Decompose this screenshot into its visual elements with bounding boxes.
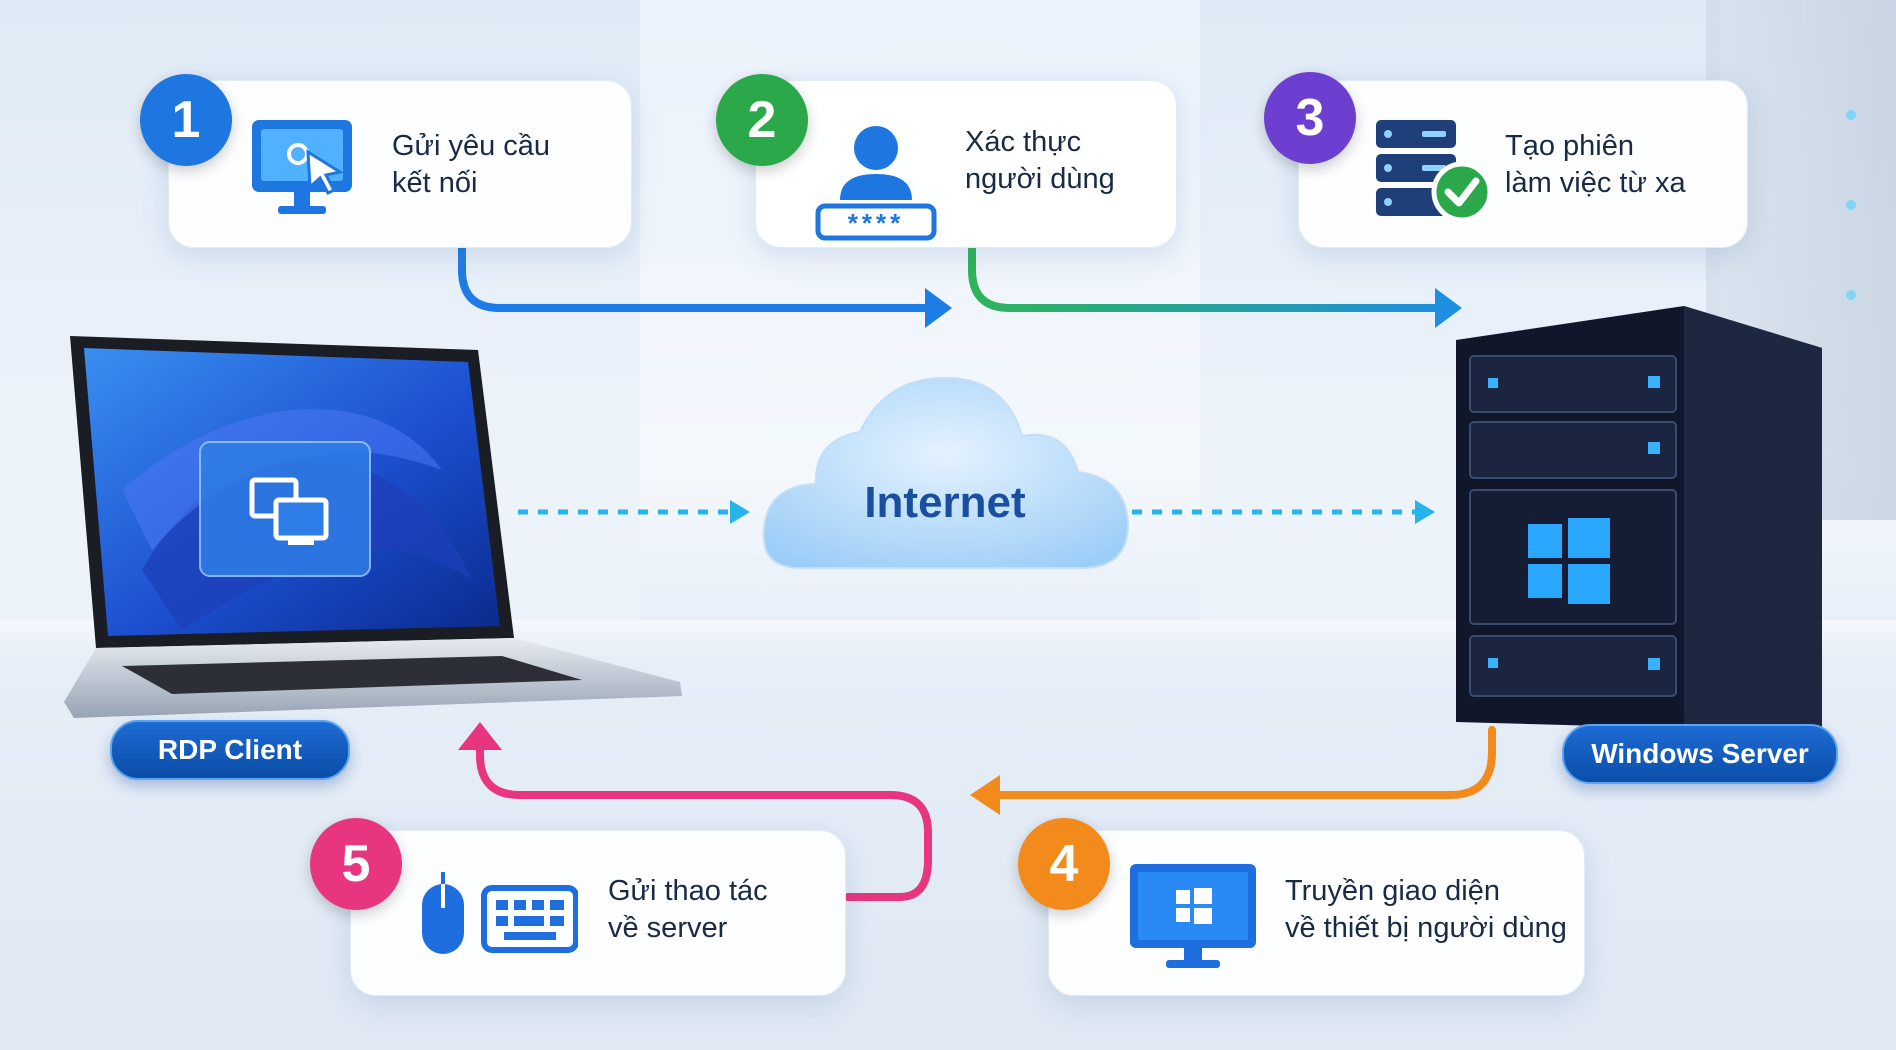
password-mask: **** [847, 208, 905, 238]
step-text-2: Xác thực người dùng [965, 126, 1115, 195]
arrow-step1-head [925, 288, 952, 328]
arrow-step4 [988, 726, 1496, 799]
rdp-client-label: RDP Client [110, 720, 350, 780]
windows-monitor-icon [1130, 864, 1256, 968]
background-led [1846, 290, 1856, 300]
step-text-3: Tạo phiên làm việc từ xa [1505, 130, 1686, 199]
internet-cloud-icon [762, 376, 1130, 569]
arrow-step2-head [1435, 288, 1462, 328]
step-text-1: Gửi yêu cầu kết nối [392, 130, 551, 199]
background-led [1846, 200, 1856, 210]
step-card-3 [1298, 80, 1748, 248]
step-badge-1: 1 [140, 74, 232, 166]
user-password-icon [815, 126, 937, 241]
windows-logo-icon [1528, 518, 1610, 604]
server-check-icon [1376, 120, 1493, 223]
arrow-step4-head [970, 775, 1000, 815]
arrow-step5 [476, 738, 932, 901]
step-badge-5: 5 [310, 818, 402, 910]
dotted-link-server-head [1415, 500, 1435, 524]
server-tower-icon [1456, 306, 1822, 732]
arrow-step1 [458, 244, 939, 312]
step-card-1 [168, 80, 632, 248]
mouse-keyboard-icon [422, 872, 578, 954]
step-text-5: Gửi thao tác về server [608, 875, 768, 944]
internet-label: Internet [864, 478, 1026, 527]
arrow-step5-head [458, 722, 502, 750]
dotted-link-client-head [730, 500, 750, 524]
background-led [1846, 110, 1856, 120]
laptop-icon [64, 336, 682, 718]
windows-server-label: Windows Server [1562, 724, 1838, 784]
step-badge-4: 4 [1018, 818, 1110, 910]
step-badge-3: 3 [1264, 72, 1356, 164]
step-badge-2: 2 [716, 74, 808, 166]
step-text-4: Truyền giao diện về thiết bị người dùng [1285, 875, 1567, 944]
monitor-cursor-icon [252, 120, 352, 214]
arrow-step2 [968, 244, 1449, 312]
